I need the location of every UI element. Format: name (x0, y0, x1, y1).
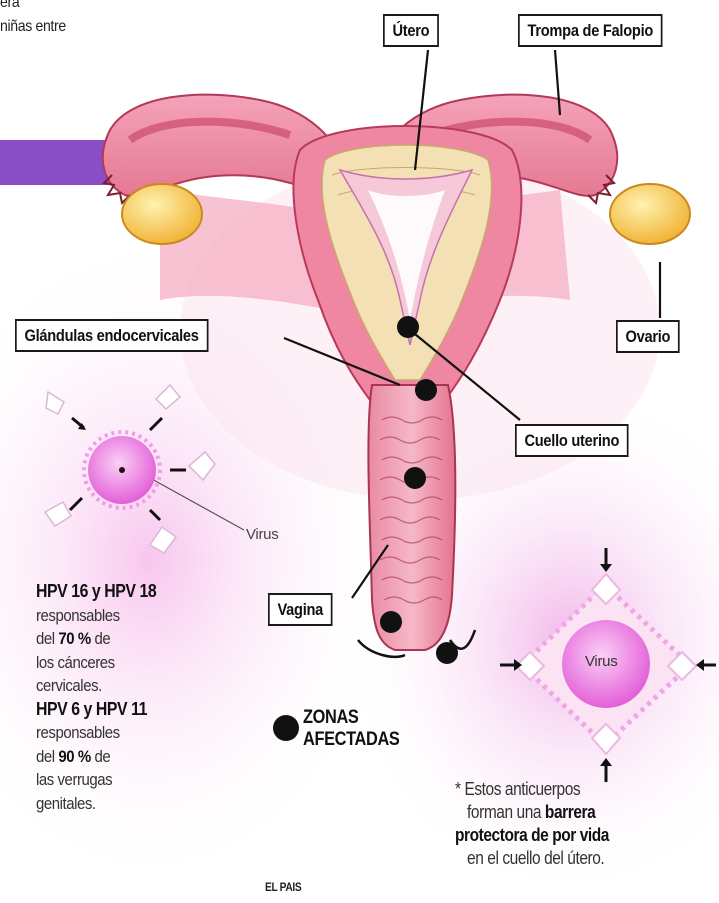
stat-line: del 70 % de (36, 627, 238, 651)
intro-text-line: era (0, 0, 19, 12)
affected-zone-marker (436, 642, 458, 664)
label-utero: Útero (383, 14, 439, 47)
stat-line: responsables (36, 721, 238, 745)
hpv-high-title: HPV 16 y HPV 18 (36, 580, 238, 604)
stat-line: las verrugas (36, 768, 238, 792)
antibody-note: * Estos anticuerpos forman una barrera p… (455, 778, 713, 870)
affected-zone-marker (397, 316, 419, 338)
stat-line: responsables (36, 604, 238, 628)
credit: EL PAIS (265, 880, 301, 894)
label-trompa: Trompa de Falopio (518, 14, 663, 47)
note-line: * Estos anticuerpos (455, 778, 713, 801)
note-line: forman una barrera (455, 801, 713, 824)
hpv-low-percent: 90 % (58, 747, 90, 766)
stat-line: del 90 % de (36, 745, 238, 769)
legend-marker (273, 715, 299, 741)
hpv-statistics: HPV 16 y HPV 18 responsables del 70 % de… (36, 580, 238, 815)
ovary-left (122, 184, 202, 244)
virus-label-left: Virus (246, 526, 278, 543)
ovary-right (610, 184, 690, 244)
stat-line: los cánceres (36, 651, 238, 675)
legend-line: ZONAS (303, 707, 399, 729)
affected-zone-marker (380, 611, 402, 633)
label-cuello: Cuello uterino (515, 424, 629, 457)
vagina-canal (368, 385, 455, 650)
hpv-high-percent: 70 % (58, 629, 90, 648)
label-glandulas: Glándulas endocervicales (15, 319, 208, 352)
note-line: en el cuello del útero. (455, 847, 713, 870)
affected-zone-marker (404, 467, 426, 489)
stat-line: genitales. (36, 792, 238, 816)
hpv-low-title: HPV 6 y HPV 11 (36, 698, 238, 722)
stat-line: cervicales. (36, 674, 238, 698)
accent-bar (0, 140, 112, 185)
note-line: protectora de por vida (455, 824, 713, 847)
affected-zone-marker (415, 379, 437, 401)
legend-affected-zones: ZONAS AFECTADAS (303, 707, 399, 751)
virus-label-right: Virus (585, 653, 617, 670)
label-ovario: Ovario (616, 320, 680, 353)
label-vagina: Vagina (268, 593, 333, 626)
legend-line: AFECTADAS (303, 729, 399, 751)
intro-text-line: niñas entre (0, 18, 66, 36)
